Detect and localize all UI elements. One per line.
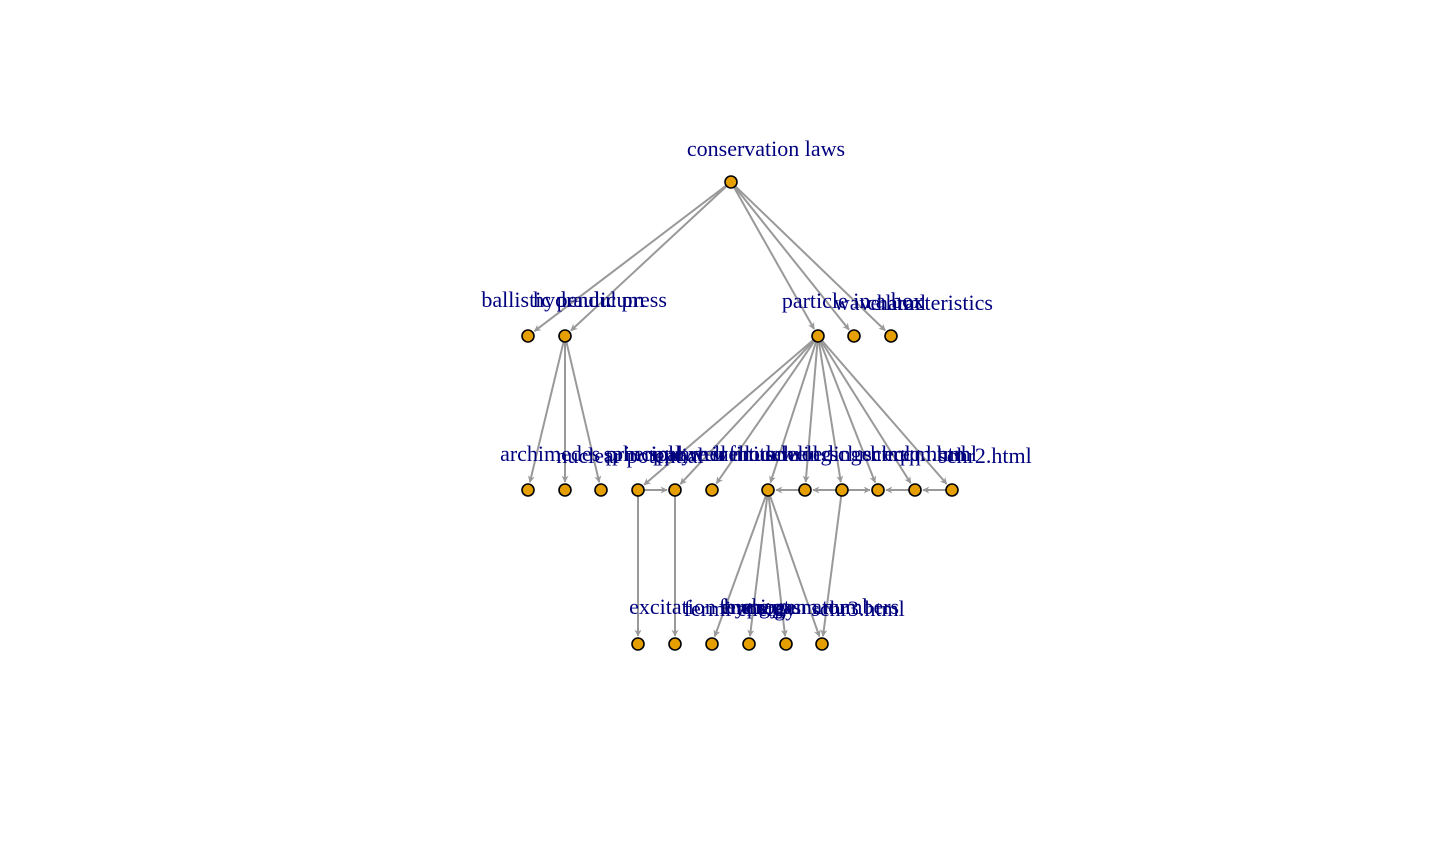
- graph-node-n22: [779, 637, 793, 651]
- graph-node-n9: [631, 483, 645, 497]
- node-label-n1: ballistic pendulum: [481, 287, 644, 312]
- graph-node-n13: [798, 483, 812, 497]
- graph-node-n8: [594, 483, 608, 497]
- graph-node-n21: [742, 637, 756, 651]
- graph-node-n4: [847, 329, 861, 343]
- edge-n0-n1: [533, 184, 727, 332]
- graph-node-n17: [945, 483, 959, 497]
- graph-node-n10: [668, 483, 682, 497]
- edge-n3-n14: [817, 341, 844, 483]
- graph-node-n19: [668, 637, 682, 651]
- node-label-n7: nuclear potential: [556, 443, 703, 468]
- graph-node-n14: [835, 483, 849, 497]
- node-label-n19: fermi energy: [684, 596, 797, 621]
- node-label-n5: characteristics: [867, 290, 993, 315]
- node-label-n2: hydraulic press: [533, 287, 667, 312]
- node-label-n3: particle in a box: [782, 288, 924, 313]
- edge-n2-n6: [527, 341, 565, 483]
- node-label-n8: spherical well: [604, 441, 727, 466]
- edge-n2-n8: [565, 341, 602, 483]
- graph-node-n16: [908, 483, 922, 497]
- graph-node-n5: [884, 329, 898, 343]
- edge-n12-n20: [713, 495, 767, 638]
- node-label-n12: tunneling: [748, 441, 831, 466]
- node-label-n4: wave.html: [834, 290, 926, 315]
- node-label-n9: square well: [650, 441, 751, 466]
- edge-n3-n13: [802, 341, 819, 483]
- nodes-layer: [521, 175, 959, 651]
- edge-n12-n23: [769, 495, 821, 638]
- graph-node-n3: [811, 329, 825, 343]
- node-label-n13: schroedinger eq: [765, 441, 905, 466]
- node-label-n15: schreq.html: [863, 441, 966, 466]
- graph-node-n18: [631, 637, 645, 651]
- edge-n3-n15: [819, 341, 877, 484]
- graph-node-n1: [521, 329, 535, 343]
- graph-node-n2: [558, 329, 572, 343]
- edge-n0-n2: [570, 185, 728, 332]
- node-label-n20: fermi gas: [719, 594, 801, 619]
- edge-n14-n23: [820, 495, 843, 637]
- edge-n0-n4: [733, 186, 850, 331]
- node-label-n10: polymer model: [653, 441, 787, 466]
- labels-layer: conservation laws ballistic pendulumhydra…: [481, 136, 1031, 621]
- node-label-n17: schr2.html: [938, 443, 1032, 468]
- graph-node-n12: [761, 483, 775, 497]
- node-label-n11: infinite well: [712, 441, 819, 466]
- graph-node-n7: [558, 483, 572, 497]
- graph-node-n23: [815, 637, 829, 651]
- node-label-n21: hydrogen atom: [724, 594, 857, 619]
- edge-n3-n12: [769, 341, 818, 484]
- edge-n0-n5: [734, 185, 886, 332]
- edge-n12-n21: [747, 495, 769, 637]
- node-label-n16: qm.html: [903, 441, 977, 466]
- edge-n12-n22: [767, 495, 788, 637]
- edge-n3-n10: [679, 339, 815, 485]
- edge-n3-n16: [820, 340, 912, 484]
- edge-n0-n3: [733, 186, 815, 330]
- node-label-n22: quantum numbers: [741, 594, 899, 619]
- graph-node-n0: [724, 175, 738, 189]
- graph-node-n11: [705, 483, 719, 497]
- graph-node-n20: [705, 637, 719, 651]
- node-label-n18: excitation energy: [629, 594, 781, 619]
- edge-n3-n9: [643, 339, 815, 486]
- node-label-n23: schr3.html: [811, 596, 905, 621]
- edges-layer: [527, 184, 948, 638]
- graph-node-n6: [521, 483, 535, 497]
- edge-n3-n11: [715, 340, 816, 484]
- node-label-n6: archimedes principle: [500, 441, 684, 466]
- node-label-n0: conservation laws: [687, 136, 845, 161]
- graph-node-n15: [871, 483, 885, 497]
- edge-n3-n17: [821, 339, 948, 485]
- node-label-n14: schr.html: [829, 441, 910, 466]
